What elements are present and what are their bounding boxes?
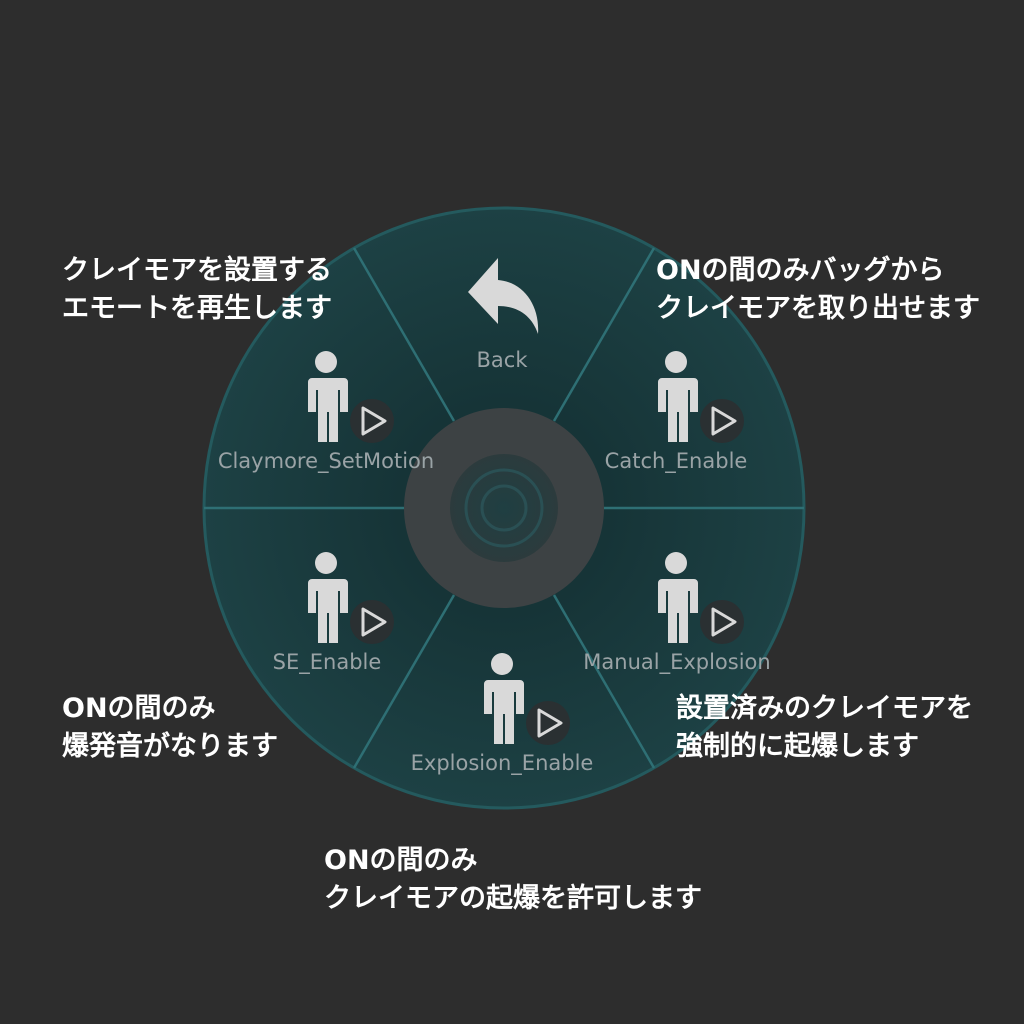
annotation-line: クレイモアの起爆を許可します (324, 883, 702, 914)
annotation-line: 爆発音がなります (62, 731, 278, 762)
annotation-left: ONの間のみ 爆発音がなります (62, 690, 278, 766)
annotation-right: 設置済みのクレイモアを 強制的に起爆します (676, 690, 973, 766)
menu-item-label: Explosion_Enable (411, 751, 594, 776)
menu-item-se-enable[interactable]: SE_Enable (273, 552, 394, 675)
menu-item-manual-explosion[interactable]: Manual_Explosion (583, 552, 771, 675)
annotation-line: エモートを再生します (62, 293, 332, 324)
play-icon (350, 600, 394, 644)
annotation-line: 強制的に起爆します (676, 731, 919, 762)
play-icon (350, 399, 394, 443)
annotation-line: ONの間のみ (324, 845, 478, 876)
back-label: Back (477, 348, 529, 372)
center-hub-ring-small (480, 484, 528, 532)
menu-item-claymore-setmotion[interactable]: Claymore_SetMotion (218, 351, 434, 474)
annotation-line: クレイモアを取り出せます (656, 293, 980, 324)
annotation-bottom: ONの間のみ クレイモアの起爆を許可します (324, 842, 702, 918)
menu-item-catch-enable[interactable]: Catch_Enable (605, 351, 748, 474)
menu-item-label: SE_Enable (273, 650, 382, 675)
annotation-top-left: クレイモアを設置する エモートを再生します (62, 252, 332, 328)
menu-item-explosion-enable[interactable]: Explosion_Enable (411, 653, 594, 776)
menu-item-label: Claymore_SetMotion (218, 449, 434, 474)
play-icon (700, 399, 744, 443)
segment-dividers (204, 247, 804, 769)
annotation-line: ONの間のみバッグから (656, 255, 945, 286)
play-icon (526, 701, 570, 745)
play-icon (700, 600, 744, 644)
annotation-top-right: ONの間のみバッグから クレイモアを取り出せます (656, 252, 980, 328)
center-hub-ring (464, 468, 544, 548)
menu-item-label: Catch_Enable (605, 449, 748, 474)
annotation-line: クレイモアを設置する (62, 255, 332, 286)
back-button[interactable]: Back (468, 258, 539, 372)
annotation-line: 設置済みのクレイモアを (676, 693, 973, 724)
annotation-line: ONの間のみ (62, 693, 216, 724)
menu-item-label: Manual_Explosion (583, 650, 770, 675)
back-arrow-icon (468, 258, 539, 334)
